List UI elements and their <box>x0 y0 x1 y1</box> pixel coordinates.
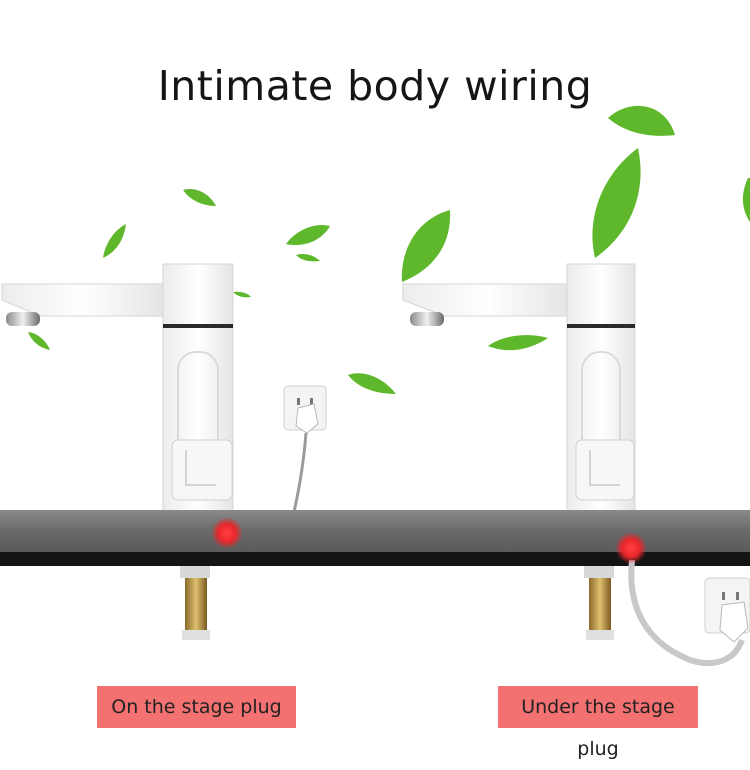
leaf-icon <box>233 291 251 298</box>
leaf-decorations <box>28 105 750 394</box>
leaf-icon <box>488 335 548 351</box>
indicator-dot-left <box>211 517 243 549</box>
leaf-icon <box>28 332 50 350</box>
connector-right <box>584 566 614 640</box>
faucet-right <box>402 263 636 515</box>
wall-socket-right <box>628 559 750 667</box>
label-on-stage-plug: On the stage plug <box>97 686 296 728</box>
leaf-icon <box>183 188 216 206</box>
product-illustration <box>0 105 750 667</box>
leaf-icon <box>742 178 750 222</box>
leaf-icon <box>348 373 396 394</box>
page-title: Intimate body wiring <box>157 62 593 110</box>
label-under-stage-plug: Under the stage plug <box>498 686 698 760</box>
indicator-dot-right <box>615 532 647 564</box>
wall-socket-left <box>283 385 327 513</box>
leaf-icon <box>296 253 320 262</box>
leaf-icon <box>592 148 641 258</box>
leaf-icon <box>103 224 126 258</box>
leaf-icon <box>608 105 675 136</box>
leaf-icon <box>401 210 451 282</box>
leaf-icon <box>286 224 330 246</box>
faucet-left <box>1 263 234 515</box>
connector-left <box>180 566 210 640</box>
